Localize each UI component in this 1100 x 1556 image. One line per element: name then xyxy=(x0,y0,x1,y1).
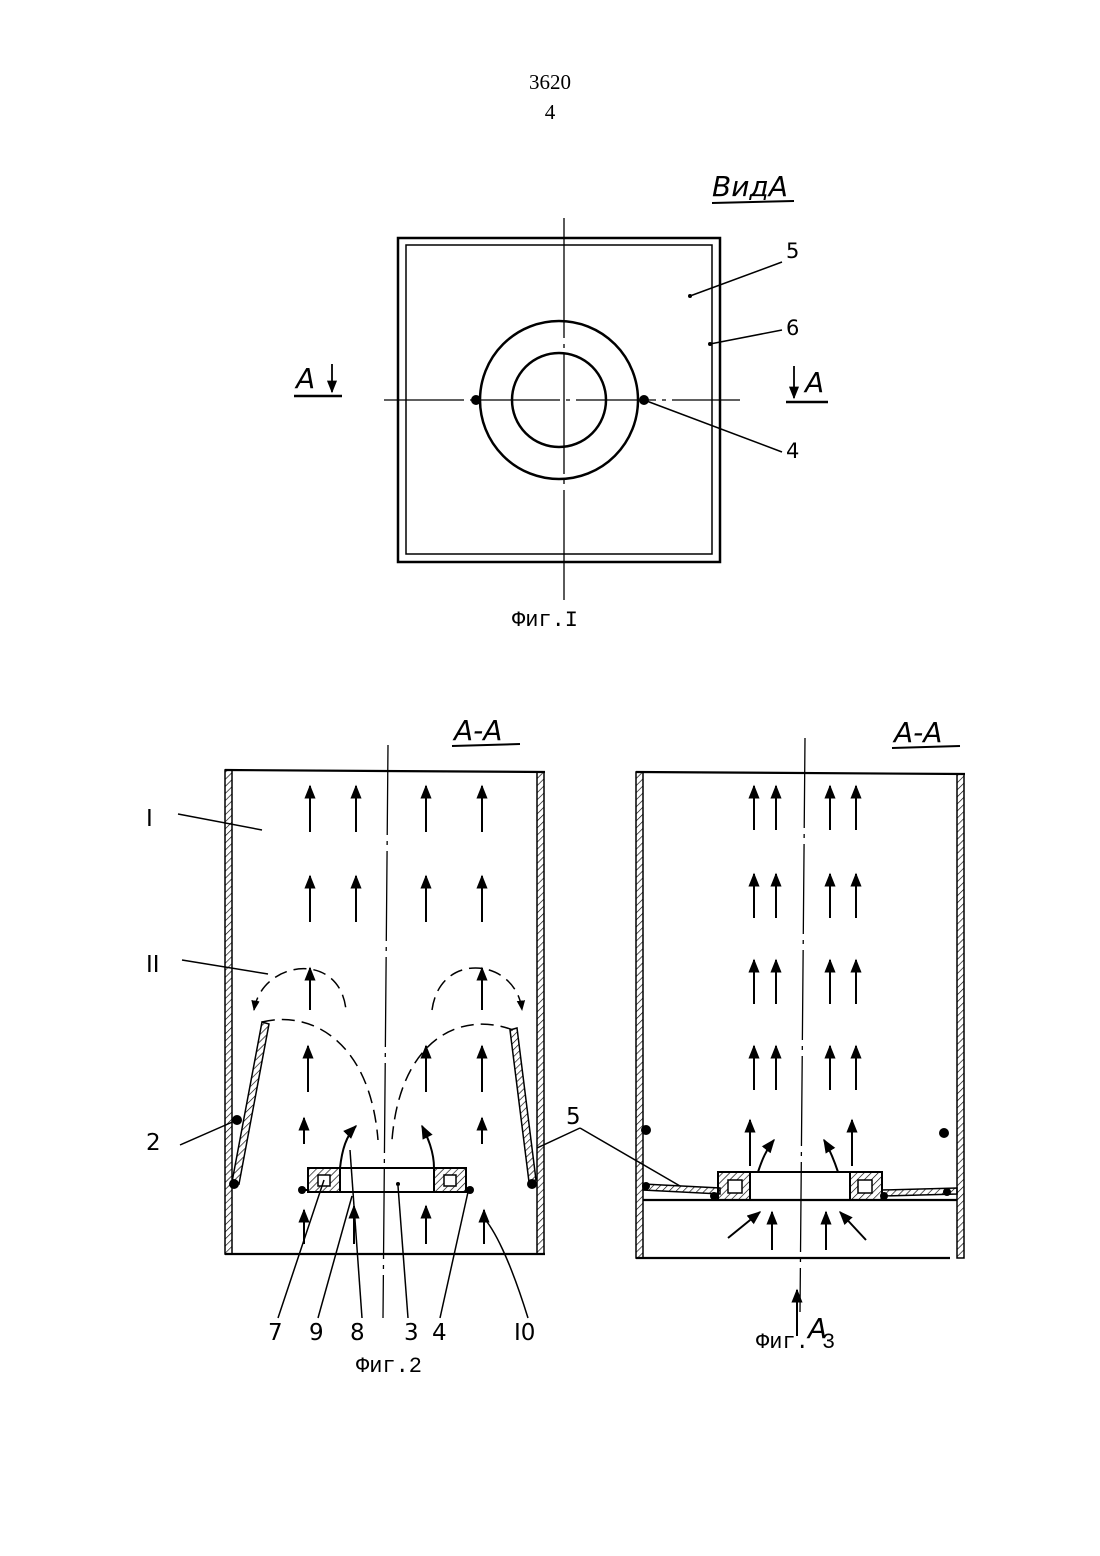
label-9: 9 xyxy=(309,1320,324,1346)
fig2-section-title: А-А xyxy=(452,714,502,747)
label-8: 8 xyxy=(350,1320,365,1346)
label-II: II xyxy=(146,952,160,978)
right-wall xyxy=(537,772,544,1254)
section-marker-left: А xyxy=(294,362,315,395)
fig1-caption: Фиг.I xyxy=(512,608,578,633)
figure-2: А-А xyxy=(146,714,581,1379)
label-3: 3 xyxy=(404,1320,419,1346)
view-a-title: ВидА xyxy=(712,170,788,203)
label-5: 5 xyxy=(786,239,799,263)
fig3-section-title: А-А xyxy=(892,716,942,749)
section-marker-right: А xyxy=(803,366,824,399)
label-10: I0 xyxy=(514,1320,535,1346)
fastener-dot xyxy=(471,395,481,405)
label-4-section: 4 xyxy=(432,1320,447,1346)
left-baffle xyxy=(232,1022,269,1184)
label-6: 6 xyxy=(786,316,799,340)
fig3-caption: Фиг. 3 xyxy=(756,1330,835,1355)
label-7: 7 xyxy=(268,1320,283,1346)
label-I: I xyxy=(146,806,153,832)
plate-left xyxy=(643,1184,720,1194)
figure-1: ВидА 5 6 4 А А Фиг.I xyxy=(294,170,828,633)
right-wall xyxy=(957,774,964,1258)
figure-3: А-А xyxy=(580,716,965,1355)
label-4: 4 xyxy=(786,439,799,463)
label-2: 2 xyxy=(146,1130,161,1156)
label-5-section: 5 xyxy=(566,1104,581,1130)
right-baffle xyxy=(510,1028,536,1182)
fig2-caption: Фиг.2 xyxy=(356,1354,422,1379)
left-wall xyxy=(636,772,643,1258)
